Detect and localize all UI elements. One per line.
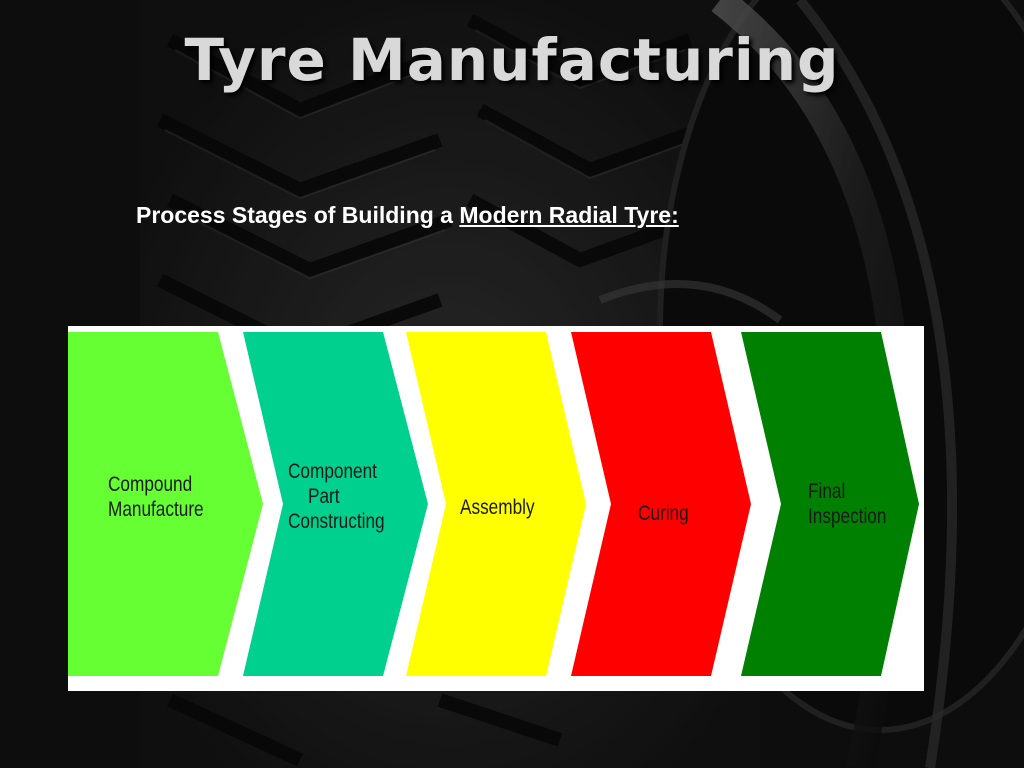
subtitle-lead: Process Stages of Building a bbox=[136, 202, 460, 228]
stage-chevron bbox=[243, 332, 428, 676]
subtitle-emphasis: Modern Radial Tyre: bbox=[459, 202, 679, 228]
slide-title: Tyre Manufacturing bbox=[184, 26, 840, 94]
slide-subtitle: Process Stages of Building a Modern Radi… bbox=[136, 202, 679, 229]
stage-chevron bbox=[741, 332, 919, 676]
stage-chevron bbox=[571, 332, 751, 676]
stage-label: Assembly bbox=[460, 497, 535, 520]
stage-assembly: Assembly bbox=[406, 332, 586, 676]
stage-curing: Curing bbox=[571, 332, 751, 676]
stage-chevron bbox=[68, 332, 263, 676]
stage-label: Curing bbox=[638, 503, 689, 526]
stage-chevron bbox=[406, 332, 586, 676]
